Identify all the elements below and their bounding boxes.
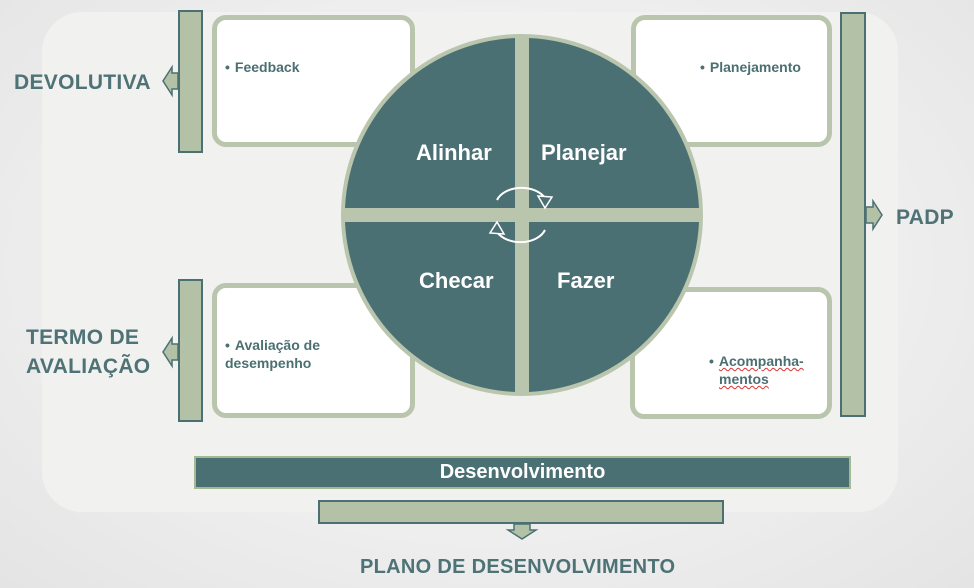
quadrant-planejar bbox=[529, 38, 699, 208]
card-avaliacao-line2: desempenho bbox=[225, 355, 312, 371]
label-fazer: Fazer bbox=[557, 268, 615, 293]
label-plano: PLANO DE DESENVOLVIMENTO bbox=[360, 556, 676, 578]
label-alinhar: Alinhar bbox=[416, 140, 492, 165]
quadrant-fazer bbox=[529, 222, 699, 392]
label-planejar: Planejar bbox=[541, 140, 627, 165]
quadrant-alinhar bbox=[345, 38, 515, 208]
label-devolutiva: DEVOLUTIVA bbox=[14, 71, 151, 94]
card-acompanhamentos-line1: Acompanha- bbox=[718, 353, 804, 369]
arrow-left-icon bbox=[162, 335, 179, 369]
arrow-left-icon bbox=[162, 64, 179, 98]
quadrant-checar bbox=[345, 222, 515, 392]
circular-arrows-icon bbox=[496, 186, 546, 244]
left-top-bar bbox=[178, 10, 203, 153]
label-checar: Checar bbox=[419, 268, 494, 293]
label-termo-line1: TERMO DE bbox=[26, 326, 140, 349]
card-acompanhamentos-line2: mentos bbox=[719, 371, 769, 387]
card-feedback-text: Feedback bbox=[234, 59, 300, 75]
left-bottom-bar bbox=[178, 279, 203, 422]
label-termo-line2: AVALIAÇÃO bbox=[26, 355, 151, 378]
desenvolvimento-bar: Desenvolvimento bbox=[194, 456, 851, 489]
card-avaliacao-line1: Avaliação de bbox=[234, 337, 320, 353]
right-bar bbox=[840, 12, 866, 417]
bottom-bar bbox=[318, 500, 724, 524]
label-padp: PADP bbox=[896, 206, 954, 229]
arrow-right-icon bbox=[865, 198, 883, 232]
card-planejamento-text: Planejamento bbox=[709, 59, 801, 75]
arrow-down-icon bbox=[505, 523, 539, 540]
